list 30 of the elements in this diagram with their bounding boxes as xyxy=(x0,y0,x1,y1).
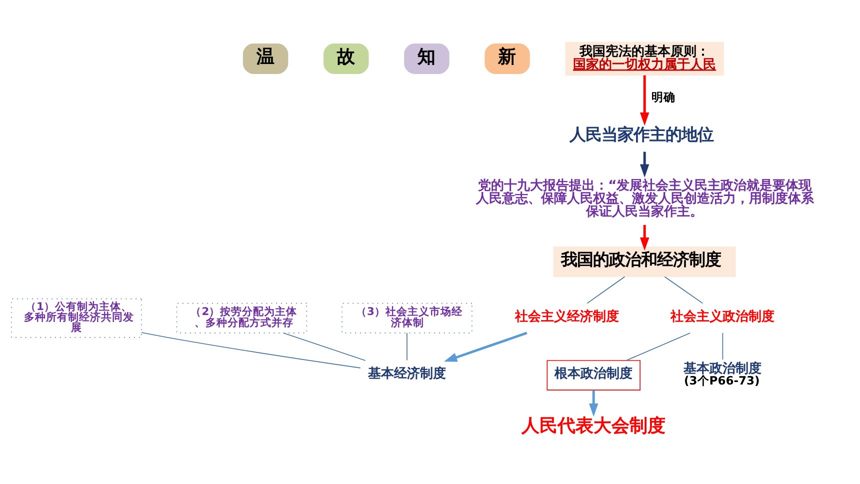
node-box: 知 xyxy=(404,43,450,74)
node-box: （1）公有制为主体、多种所有制经济共同发展 xyxy=(11,298,142,338)
connector xyxy=(626,332,691,360)
connector xyxy=(283,332,366,360)
node-box: （2）按劳分配为主体、多种分配方式并存 xyxy=(176,302,308,333)
node-text: 社会主义政治制度 xyxy=(670,308,774,324)
connector xyxy=(664,276,704,304)
arrow xyxy=(640,224,650,250)
node-text: 人民当家作主的地位 xyxy=(569,124,714,144)
connector xyxy=(722,332,724,360)
arrow xyxy=(444,331,528,362)
node-box: （3）社会主义市场经济体制 xyxy=(342,302,472,333)
node-box: 我国的政治和经济制度 xyxy=(553,246,736,277)
node-text: 人民代表大会制度 xyxy=(522,415,666,436)
node-text: 基本政治制度 xyxy=(684,361,762,376)
node-box: 我国宪法的基本原则： 国家的一切权力属于人民 xyxy=(565,41,724,76)
node-box: 温 xyxy=(242,43,288,74)
node-box: 根本政治制度 xyxy=(546,360,640,390)
node-box: 故 xyxy=(324,43,369,74)
node-text: 社会主义经济制度 xyxy=(515,308,620,324)
node-box: 新 xyxy=(484,43,530,74)
arrow xyxy=(589,390,598,416)
connector xyxy=(586,276,626,304)
connector xyxy=(141,332,361,368)
arrow xyxy=(640,74,650,126)
connector xyxy=(406,332,408,360)
edge-label: 明确 xyxy=(652,90,676,104)
node-text: 基本经济制度 xyxy=(368,366,446,382)
node-text: 党的十九大报告提出：“发展社会主义民主政治就是要体现人民意志、保障人民权益、激发人民创造活力，用制度体系保证人民当家作主。 xyxy=(476,178,814,220)
arrow xyxy=(640,151,650,177)
